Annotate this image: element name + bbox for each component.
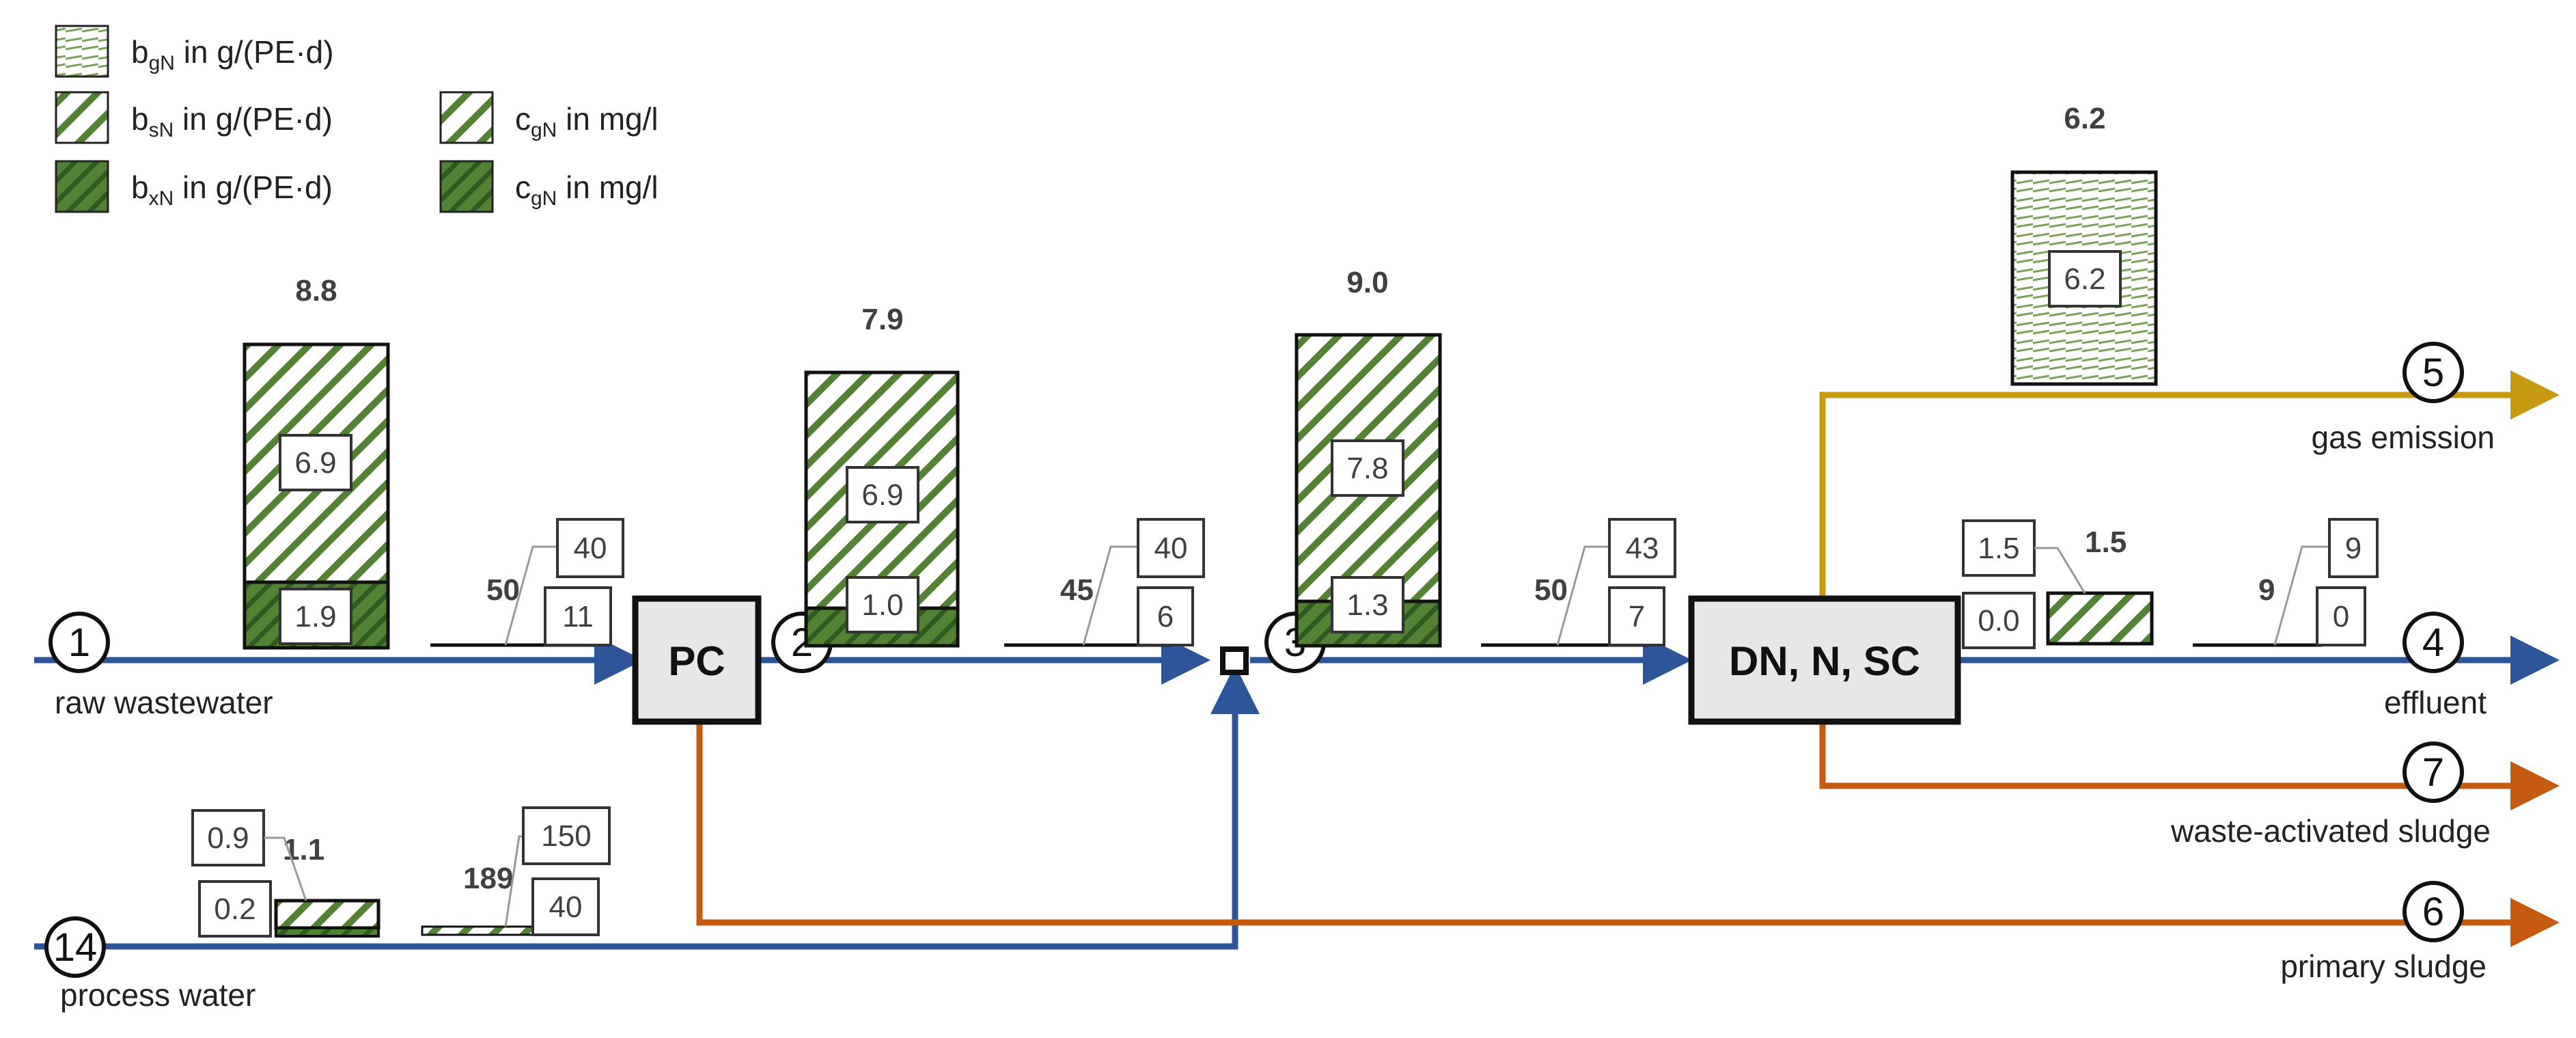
svg-text:cgN in mg/l: cgN in mg/l <box>515 169 659 210</box>
node-5: 5 gas emission <box>2312 342 2495 455</box>
svg-text:5: 5 <box>2422 351 2444 395</box>
node-1: 1 raw wastewater <box>49 612 273 720</box>
conc-csN-value: 40 <box>574 532 607 565</box>
node-6-label: primary sludge <box>2280 948 2487 984</box>
load-bsN-value: 7.8 <box>1346 452 1388 485</box>
svg-text:4: 4 <box>2422 620 2444 665</box>
flow-line-was <box>1819 722 2560 810</box>
conc-csN-value: 40 <box>1154 532 1188 565</box>
load-bsN-value: 1.5 <box>1978 532 2019 565</box>
node-1-label: raw wastewater <box>55 685 273 720</box>
legend-item-bgN: bgN in g/(PE·d) <box>55 25 334 78</box>
load-bgN-value: 6.2 <box>2064 262 2105 296</box>
process-dn-label: DN, N, SC <box>1729 638 1920 684</box>
node-5-label: gas emission <box>2312 420 2495 455</box>
svg-text:bgN in g/(PE·d): bgN in g/(PE·d) <box>131 34 334 74</box>
node-6: 6 primary sludge <box>2280 881 2487 984</box>
load-bar-stream-2: 7.9 6.9 1.0 <box>804 303 960 648</box>
conc-total-label: 50 <box>1534 573 1568 607</box>
conc-total-label: 189 <box>463 862 513 895</box>
conc-total-label: 9 <box>2258 573 2275 607</box>
node-7-label: waste-activated sludge <box>2170 813 2491 849</box>
conc-bar-stream-14: 189 150 40 <box>421 806 611 936</box>
legend-item-bxN: bxN in g/(PE·d) <box>55 160 333 213</box>
load-bar-stream-4: 1.5 1.5 0.0 <box>1962 519 2154 649</box>
load-bsN-value: 6.9 <box>861 478 903 512</box>
load-total-label: 7.9 <box>861 303 903 336</box>
conc-cxN-value: 7 <box>1629 600 1645 633</box>
conc-csN-value: 43 <box>1626 532 1659 565</box>
node-4: 4 effluent <box>2384 612 2487 720</box>
load-bxN-value: 1.3 <box>1346 588 1388 622</box>
conc-bar-stream-2: 45 40 6 <box>1004 518 1205 647</box>
flow-lines <box>34 370 2560 950</box>
node-4-label: effluent <box>2384 685 2487 720</box>
load-bxN-value: 0.2 <box>214 892 255 926</box>
load-bxN-value: 0.0 <box>1978 604 2019 638</box>
svg-text:bxN in g/(PE·d): bxN in g/(PE·d) <box>131 169 333 210</box>
mixing-node <box>1220 646 1249 675</box>
legend: bgN in g/(PE·d) bsN in g/(PE·d) bxN in g… <box>55 25 659 213</box>
load-bar-stream-14: 1.1 0.9 0.2 <box>191 809 380 938</box>
legend-item-bsN: bsN in g/(PE·d) <box>55 91 333 144</box>
load-bxN-value: 1.9 <box>294 600 336 633</box>
conc-bar-stream-4: 9 9 0 <box>2193 518 2379 647</box>
node-7: 7 waste-activated sludge <box>2170 741 2491 849</box>
flow-line-gas <box>1819 370 2560 599</box>
load-bar-segment-bxN <box>275 927 380 938</box>
legend-item-csN: cgN in mg/l <box>439 91 659 144</box>
conc-cxN-value: 0 <box>2333 600 2349 633</box>
load-bar-stream-1: 8.8 6.9 1.9 <box>243 274 390 650</box>
load-bar-segment-bsN <box>2046 591 2154 646</box>
conc-total-label: 45 <box>1060 573 1094 607</box>
conc-cxN-value: 11 <box>562 600 594 633</box>
load-total-label: 1.1 <box>283 833 324 866</box>
load-bar-stream-5-gas: 6.2 6.2 <box>2010 102 2158 386</box>
load-total-label: 1.5 <box>2085 525 2127 559</box>
svg-text:6: 6 <box>2422 890 2444 934</box>
legend-item-cxN: cgN in mg/l <box>439 160 659 213</box>
load-total-label: 8.8 <box>295 274 337 308</box>
flow-line-primary-sludge <box>696 722 2560 947</box>
svg-text:cgN in mg/l: cgN in mg/l <box>515 101 659 141</box>
conc-cxN-value: 40 <box>549 890 583 924</box>
load-bxN-value: 1.0 <box>861 588 903 622</box>
process-dn-n-sc: DN, N, SC <box>1688 595 1961 725</box>
process-pc: PC <box>632 595 762 725</box>
conc-csN-value: 9 <box>2345 532 2362 565</box>
conc-total-label: 50 <box>486 573 520 607</box>
flow-line-process-water <box>34 665 1260 950</box>
node-14: 14 process water <box>44 916 255 1013</box>
load-bar-segment-bsN <box>274 899 380 930</box>
conc-cxN-value: 6 <box>1157 600 1174 633</box>
load-total-label: 9.0 <box>1346 266 1388 299</box>
svg-text:7: 7 <box>2422 750 2444 795</box>
node-14-label: process water <box>60 977 255 1013</box>
conc-bar-stream-3: 50 43 7 <box>1481 518 1676 647</box>
conc-csN-value: 150 <box>541 819 591 853</box>
svg-text:14: 14 <box>53 925 98 970</box>
svg-text:1: 1 <box>68 620 90 665</box>
conc-bar-stream-1: 50 40 11 <box>430 518 624 647</box>
process-pc-label: PC <box>668 638 725 684</box>
load-total-label: 6.2 <box>2064 102 2105 135</box>
load-bsN-value: 6.9 <box>294 446 336 480</box>
load-bsN-value: 0.9 <box>207 821 249 855</box>
svg-text:bsN in g/(PE·d): bsN in g/(PE·d) <box>131 101 333 141</box>
load-bar-stream-3: 9.0 7.8 1.3 <box>1294 266 1442 648</box>
